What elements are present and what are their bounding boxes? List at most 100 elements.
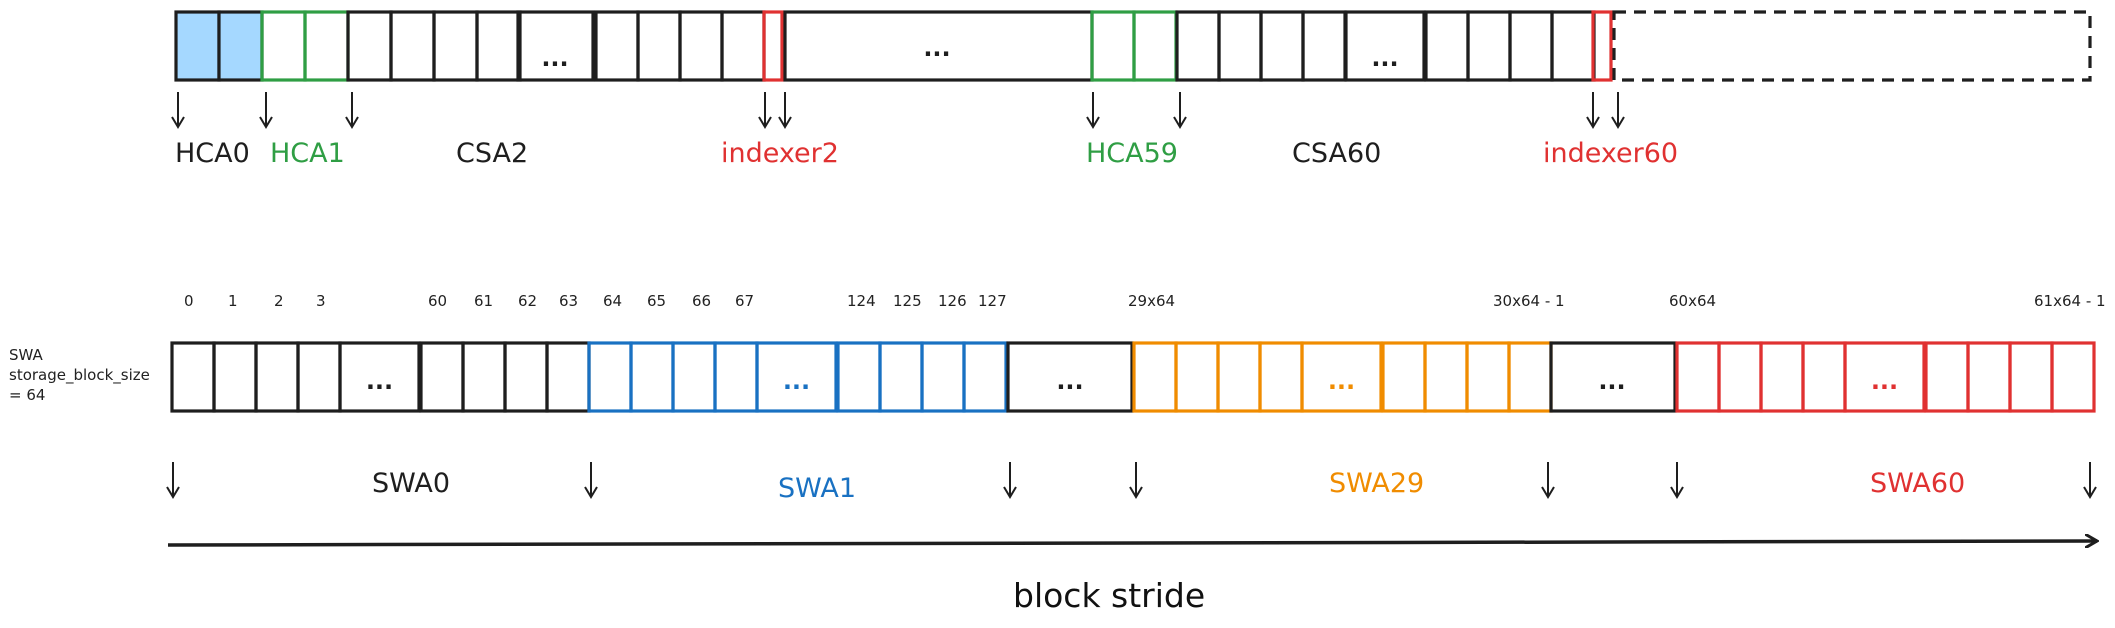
down-arrow-icon	[166, 462, 180, 499]
down-arrow-icon	[758, 92, 772, 129]
swa0-block	[296, 341, 342, 413]
remaining-dashed-block	[1612, 10, 2092, 82]
down-arrow-icon	[1086, 92, 1100, 129]
swa0-block	[254, 341, 300, 413]
down-arrow-icon	[171, 92, 185, 129]
down-arrow-icon	[345, 92, 359, 129]
label-swa0: SWA0	[372, 468, 450, 499]
index-label: 65	[647, 292, 666, 310]
index-label: 125	[893, 292, 922, 310]
csa60-block	[1301, 10, 1347, 82]
label-swa1: SWA1	[778, 473, 856, 504]
down-arrow-icon	[2083, 462, 2097, 499]
swa1-block	[629, 341, 675, 413]
swa60-block	[2008, 341, 2054, 413]
swa0-block	[419, 341, 465, 413]
down-arrow-icon	[1586, 92, 1600, 129]
swa60-block	[2050, 341, 2096, 413]
hca0-block	[174, 10, 221, 82]
index-label: 60x64	[1669, 292, 1716, 310]
csa2-ellipsis-block	[516, 10, 595, 82]
swa0-block	[212, 341, 258, 413]
index-label: 124	[847, 292, 876, 310]
swa60-block	[1801, 341, 1847, 413]
label-indexer2: indexer2	[721, 138, 839, 169]
swa0-block	[461, 341, 507, 413]
block-stride-label: block stride	[1013, 576, 1205, 615]
down-arrow-icon	[259, 92, 273, 129]
swa29-block	[1507, 341, 1553, 413]
ellipsis-block-label: ...	[1056, 367, 1083, 395]
top-row-blocks: .........	[174, 10, 2092, 82]
down-arrow-icon	[1611, 92, 1625, 129]
label-swa29: SWA29	[1329, 468, 1424, 499]
index-label: 29x64	[1128, 292, 1175, 310]
swa29-block	[1423, 341, 1469, 413]
ellipsis-block-label: ...	[783, 367, 810, 395]
index-label: 61	[474, 292, 493, 310]
indexer60-block	[1591, 10, 1613, 82]
csa60-block	[1550, 10, 1596, 82]
down-arrow-icon	[1173, 92, 1187, 129]
csa2-block	[346, 10, 393, 82]
top-row-arrows	[171, 92, 1625, 129]
swa0-ellipsis-block	[338, 341, 421, 413]
label-hca1: HCA1	[270, 138, 345, 169]
ellipsis-block-label: ...	[923, 34, 950, 62]
index-label: 63	[559, 292, 578, 310]
swa29-block	[1258, 341, 1304, 413]
ellipsis-block-label: ...	[366, 367, 393, 395]
csa2-block	[636, 10, 682, 82]
hca1-block	[303, 10, 350, 82]
bottom-row-arrows	[166, 462, 2097, 499]
ellipsis-block-label: ...	[1598, 367, 1625, 395]
ellipsis-block-label: ...	[541, 44, 568, 72]
swa29-block	[1381, 341, 1427, 413]
index-label: 66	[692, 292, 711, 310]
csa60-block	[1508, 10, 1554, 82]
csa2-block	[594, 10, 640, 82]
label-swa60: SWA60	[1870, 468, 1965, 499]
label-indexer60: indexer60	[1543, 138, 1678, 169]
csa60-ellipsis-block	[1344, 10, 1426, 82]
csa2-block	[720, 10, 766, 82]
swa0-block	[545, 341, 591, 413]
ellipsis-block-label: ...	[1328, 367, 1355, 395]
csa2-block	[678, 10, 724, 82]
swa1-block	[920, 341, 966, 413]
hca1-block	[260, 10, 307, 82]
csa2-block	[432, 10, 479, 82]
swa1-block	[587, 341, 633, 413]
label-hca59: HCA59	[1086, 138, 1178, 169]
csa60-block	[1424, 10, 1470, 82]
gap-ellipsis-block	[1549, 341, 1677, 413]
indexer2-block	[762, 10, 784, 82]
swa1-block	[713, 341, 759, 413]
hca0-block	[217, 10, 264, 82]
index-label: 30x64 - 1	[1493, 292, 1565, 310]
swa60-block	[1717, 341, 1763, 413]
side-note-line3: = 64	[9, 386, 45, 404]
index-label: 2	[274, 292, 284, 310]
csa2-block	[389, 10, 436, 82]
index-label: 61x64 - 1	[2034, 292, 2106, 310]
swa29-block	[1174, 341, 1220, 413]
gap-ellipsis-block	[1006, 341, 1134, 413]
swa60-ellipsis-block	[1843, 341, 1926, 413]
swa60-block	[1924, 341, 1970, 413]
swa0-block	[170, 341, 216, 413]
down-arrow-icon	[1670, 462, 1684, 499]
csa60-block	[1259, 10, 1305, 82]
swa29-block	[1216, 341, 1262, 413]
down-arrow-icon	[1129, 462, 1143, 499]
hca59-block	[1132, 10, 1178, 82]
index-label: 0	[184, 292, 194, 310]
swa29-block	[1465, 341, 1511, 413]
index-label: 127	[978, 292, 1007, 310]
hca59-block	[1090, 10, 1136, 82]
swa1-block	[878, 341, 924, 413]
swa29-block	[1132, 341, 1178, 413]
down-arrow-icon	[1541, 462, 1555, 499]
swa1-block	[962, 341, 1008, 413]
